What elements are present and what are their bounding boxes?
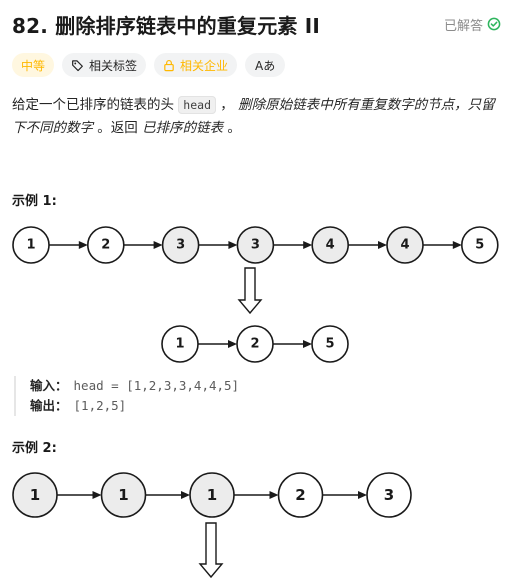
example-2-input-node-value: 1	[118, 486, 128, 504]
example-2-input-node: 1	[12, 472, 58, 518]
example-1-io: 输入： head = [1,2,3,3,4,4,5] 输出： [1,2,5]	[14, 376, 239, 416]
example-1-input-row: 输入： head = [1,2,3,3,4,4,5]	[30, 376, 239, 396]
example-2-input-node-value: 1	[30, 486, 40, 504]
translate-icon: Aあ	[255, 58, 276, 73]
example-1-input-node-value: 4	[400, 238, 409, 253]
desc-text-4: 。	[223, 120, 241, 136]
desc-text-2: ，	[216, 97, 239, 113]
example-1-input-node: 5	[460, 226, 499, 264]
topics-tag-label: 相关标签	[89, 58, 138, 73]
example-1-input-node: 3	[236, 226, 275, 264]
example-1-output-node-value: 1	[175, 337, 184, 352]
example-1-input-node: 2	[87, 226, 125, 264]
example-2-input-node-value: 3	[384, 486, 394, 504]
example-2-title: 示例 2:	[12, 441, 57, 456]
tag-icon	[72, 59, 83, 71]
example-2-input-arrow	[145, 491, 190, 499]
desc-emphasis-2: 已排序的链表	[142, 120, 224, 136]
example-1-output-node-value: 5	[325, 337, 334, 352]
example-2-diagram: 1 1 1 2 3	[12, 472, 412, 579]
example-2-input-node-value: 1	[207, 486, 217, 504]
example-1-diagram: 1 2 3 3 4 4 5 1 2 5	[12, 226, 499, 363]
example-2-input-arrow	[322, 491, 367, 499]
example-2-input-node: 3	[366, 472, 412, 518]
example-2-input-node: 1	[189, 472, 235, 518]
example-1-output-node-value: 2	[250, 337, 259, 352]
example-2-input-arrow	[57, 491, 102, 499]
problem-description: 给定一个已排序的链表的头 head ， 删除原始链表中所有重复数字的节点，只留下…	[12, 94, 502, 140]
example-1-input-arrow	[123, 241, 163, 249]
input-label: 输入：	[30, 378, 68, 393]
translate-button[interactable]: Aあ	[245, 53, 286, 77]
example-1-output-node: 2	[236, 325, 274, 363]
example-2-input-node: 1	[100, 472, 147, 518]
example-2-input-node-value: 2	[295, 486, 305, 504]
problem-title: 82. 删除排序链表中的重复元素 II	[12, 13, 321, 38]
output-label: 输出：	[30, 398, 68, 413]
example-1-output-node: 5	[311, 325, 349, 363]
example-1-input-arrow	[49, 241, 88, 249]
example-1-input-node: 3	[161, 226, 200, 264]
topics-tag-button[interactable]: 相关标签	[62, 53, 147, 77]
example-1-input-node-value: 5	[475, 238, 484, 253]
example-1-input-node-value: 4	[326, 238, 335, 253]
desc-emphasis-1: 删除原始链表中所有重复数字的节点，只留下不同的数字	[12, 97, 495, 136]
example-1-input-node-value: 2	[101, 238, 110, 253]
problem-header: 82. 删除排序链表中的重复元素 II 已解答	[12, 8, 501, 40]
example-1-title: 示例 1:	[12, 194, 57, 209]
difficulty-label: 中等	[21, 58, 46, 73]
difficulty-badge: 中等	[12, 53, 55, 77]
example-1-input-node: 4	[386, 226, 424, 264]
desc-text-1: 给定一个已排序的链表的头	[12, 97, 179, 113]
example-1-input-node: 4	[311, 226, 350, 264]
down-arrow-icon	[237, 267, 263, 315]
desc-text-3: 。返回	[93, 120, 143, 136]
example-1-input-node-value: 3	[251, 238, 260, 253]
down-arrow-icon	[198, 522, 224, 579]
example-1-input-arrow	[423, 241, 462, 249]
example-1-output-arrow	[198, 340, 237, 348]
example-1-output-arrow	[273, 340, 312, 348]
example-1-input-arrow	[198, 241, 238, 249]
example-1-input-arrow	[273, 241, 313, 249]
solved-label: 已解答	[443, 18, 483, 34]
example-1-input-node: 1	[12, 226, 50, 264]
desc-code-head: head	[178, 96, 216, 114]
check-circle-icon	[487, 17, 501, 31]
example-1-input-node-value: 1	[26, 238, 35, 253]
example-1-input-node-value: 3	[176, 238, 185, 253]
output-value: [1,2,5]	[73, 398, 127, 413]
tag-bar: 中等 相关标签 相关企业 Aあ	[12, 53, 286, 77]
example-2-input-arrow	[234, 491, 279, 499]
solved-status: 已解答	[444, 15, 501, 34]
input-value: head = [1,2,3,3,4,4,5]	[73, 378, 240, 393]
companies-tag-label: 相关企业	[180, 58, 229, 73]
example-1-output-row: 输出： [1,2,5]	[30, 396, 239, 416]
companies-tag-button[interactable]: 相关企业	[154, 53, 238, 77]
example-1-output-node: 1	[161, 325, 199, 363]
example-2-input-node: 2	[277, 472, 324, 518]
lock-icon	[164, 59, 174, 71]
example-1-input-arrow	[348, 241, 387, 249]
